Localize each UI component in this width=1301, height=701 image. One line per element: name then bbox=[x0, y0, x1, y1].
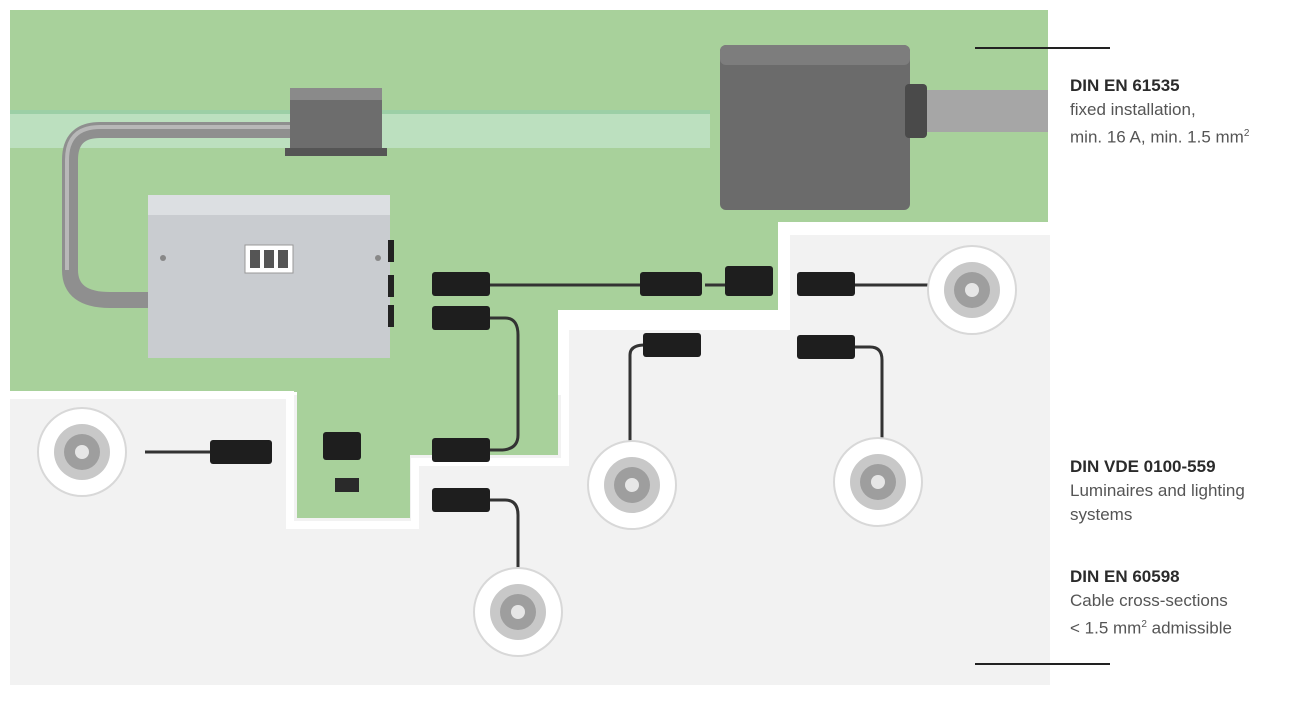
standard-name: DIN VDE 0100-559 bbox=[1070, 457, 1216, 476]
top-divider bbox=[975, 47, 1110, 49]
standard-description: Luminaires and lighting bbox=[1070, 481, 1245, 500]
luminaire-zone-upper bbox=[565, 235, 1050, 400]
standard-description: min. 16 A, min. 1.5 mm2 bbox=[1070, 127, 1250, 147]
standard-description: fixed installation, bbox=[1070, 100, 1196, 119]
luminaire bbox=[37, 407, 127, 497]
conduit bbox=[62, 122, 308, 308]
standard-description: systems bbox=[1070, 505, 1133, 524]
connector bbox=[210, 266, 855, 512]
distribution-box bbox=[148, 195, 394, 358]
luminaire bbox=[833, 437, 923, 527]
bottom-divider bbox=[975, 663, 1110, 665]
standard-name: DIN EN 61535 bbox=[1070, 76, 1180, 95]
luminaire bbox=[587, 440, 677, 530]
standard-name: DIN EN 60598 bbox=[1070, 567, 1180, 586]
label-din-vde-0100-559: DIN VDE 0100-559 Luminaires and lighting… bbox=[1070, 455, 1245, 527]
standard-description: < 1.5 mm2 admissible bbox=[1070, 618, 1232, 638]
cables bbox=[145, 283, 935, 570]
label-din-en-61535: DIN EN 61535 fixed installation, min. 16… bbox=[1070, 74, 1249, 150]
luminaire bbox=[927, 245, 1017, 335]
standard-description: Cable cross-sections bbox=[1070, 591, 1228, 610]
conduit-highlight bbox=[65, 125, 300, 270]
channel-junction-box bbox=[285, 88, 387, 156]
luminaire bbox=[473, 567, 563, 657]
zone-border bbox=[10, 225, 1048, 529]
main-junction-box bbox=[720, 45, 1048, 210]
label-din-en-60598: DIN EN 60598 Cable cross-sections < 1.5 … bbox=[1070, 565, 1232, 641]
